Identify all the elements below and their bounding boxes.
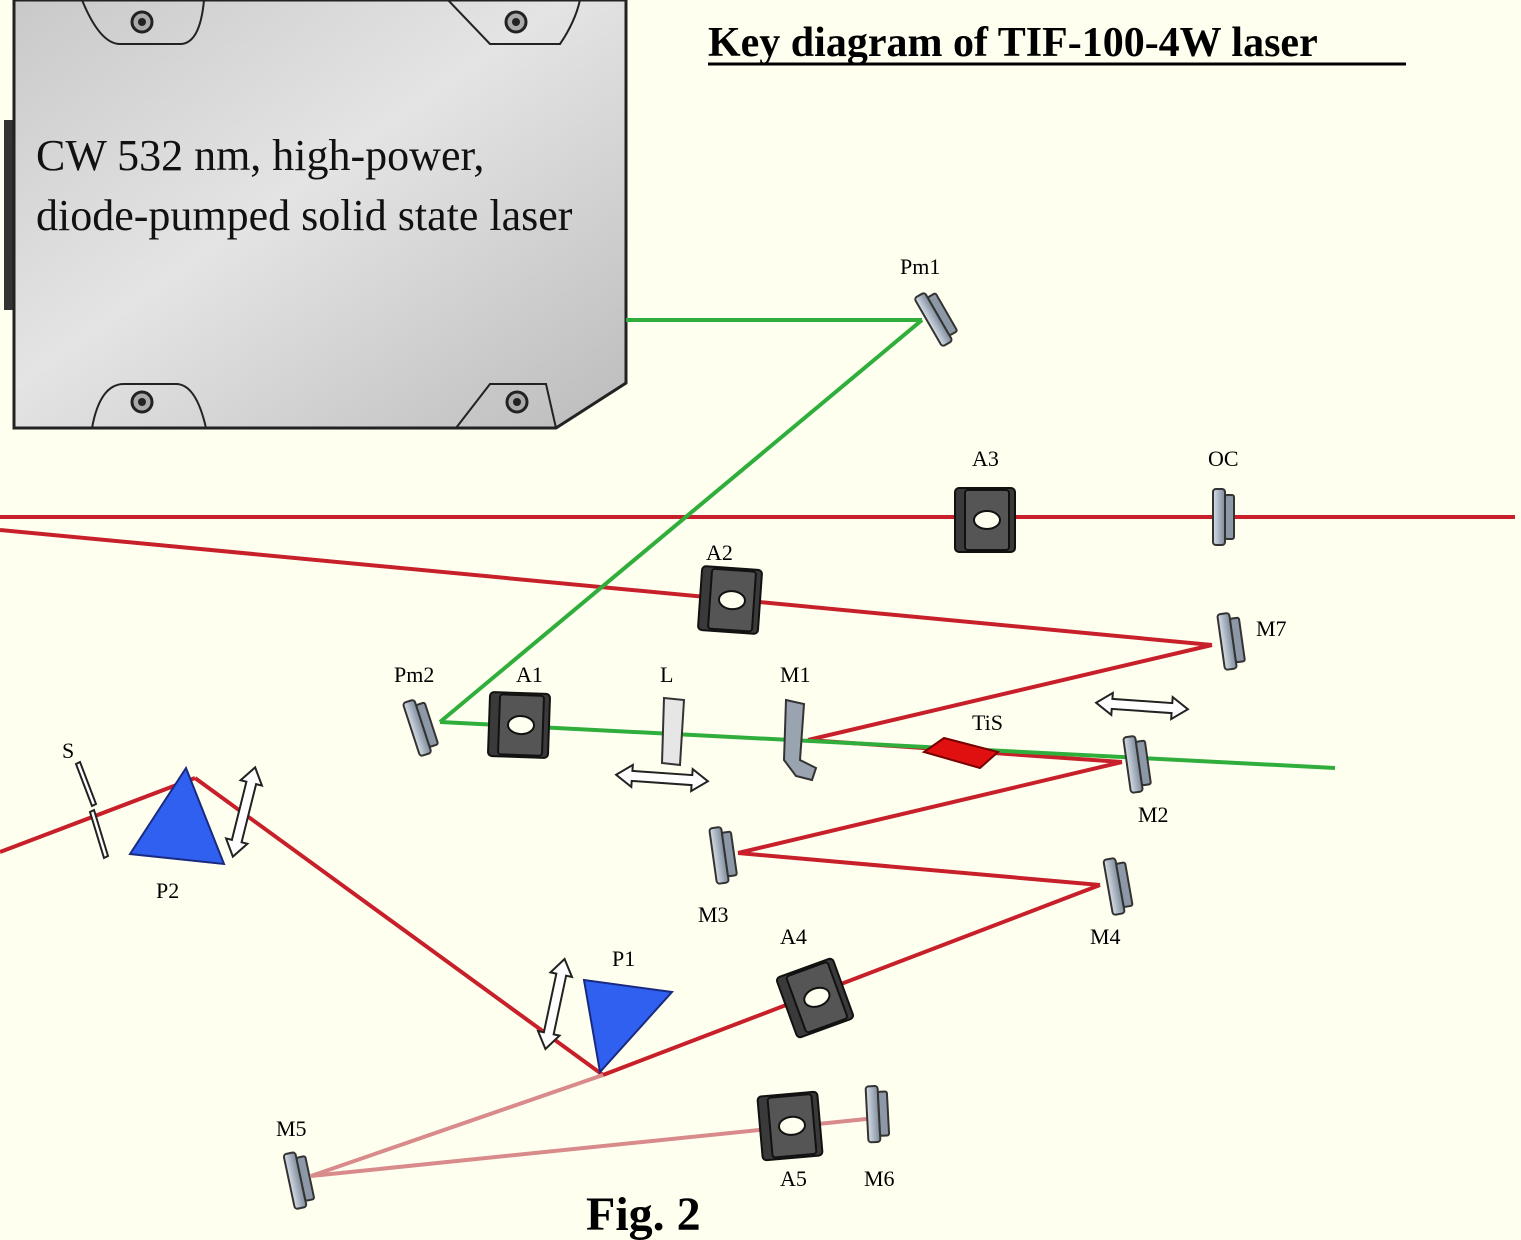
mirror-m2 (1122, 733, 1153, 794)
mount-tab-top-right (447, 0, 581, 45)
figure-label: Fig. 2 (586, 1188, 701, 1240)
lens-l (660, 696, 686, 767)
mirror-m5 (282, 1149, 317, 1211)
pump-laser-text-line1: CW 532 nm, high-power, (36, 131, 484, 180)
label-p2: P2 (156, 878, 179, 903)
prism-p1 (582, 978, 675, 1075)
pump-beam-focus (439, 720, 1336, 770)
tis-crystal (921, 736, 1001, 770)
curved-mirror-m1 (782, 698, 818, 782)
pump-beam-pm1-pm2 (438, 318, 924, 724)
mount-tab-top-left (81, 0, 205, 45)
label-s: S (62, 738, 74, 763)
label-l: L (660, 662, 673, 687)
beam-segment-m3-m4 (737, 851, 1101, 887)
housing-body (12, 0, 628, 430)
mount-tab-bottom-left (91, 383, 207, 429)
label-pm1: Pm1 (900, 254, 940, 279)
label-p1: P1 (612, 946, 635, 971)
mirror-m6 (864, 1084, 891, 1144)
label-m1: M1 (780, 662, 811, 687)
beam-segment-p2-out (0, 776, 196, 854)
aperture-a3 (954, 487, 1016, 553)
screw-icon (504, 10, 528, 34)
output-coupler-oc (1212, 488, 1235, 546)
aperture-a1 (486, 690, 552, 760)
label-tis: TiS (972, 710, 1003, 735)
beam-segment-p1-m5 (310, 1073, 604, 1178)
label-m7: M7 (1256, 616, 1287, 641)
diagram-title: Key diagram of TIF-100-4W laser (708, 20, 1318, 66)
mirror-m4 (1102, 855, 1135, 917)
label-m2: M2 (1138, 802, 1169, 827)
double-arrow-icon (614, 762, 710, 794)
beam-segment-p1-p2 (193, 776, 605, 1077)
pump-laser-text-line2: diode-pumped solid state laser (36, 191, 573, 240)
pump-laser-housing: CW 532 nm, high-power, diode-pumped soli… (4, 0, 628, 430)
laser-beam-paths (0, 515, 1515, 1178)
mirror-m3 (708, 824, 739, 885)
beam-segment-m4-p1 (602, 883, 1101, 1077)
double-arrow-icon (221, 763, 267, 861)
beam-segment-m2-m3 (737, 760, 1123, 855)
mirror-pm2 (401, 695, 442, 758)
label-a3: A3 (972, 446, 999, 471)
aperture-a2 (696, 564, 764, 636)
beam-segment-m7 (0, 528, 1213, 647)
aperture-a4 (774, 956, 856, 1040)
label-a4: A4 (780, 924, 807, 949)
label-oc: OC (1208, 446, 1239, 471)
label-m4: M4 (1090, 924, 1121, 949)
label-pm2: Pm2 (394, 662, 434, 687)
label-a5: A5 (780, 1166, 807, 1191)
label-m5: M5 (276, 1116, 307, 1141)
mirror-pm1 (913, 286, 962, 348)
prism-p2 (128, 765, 226, 866)
screw-icon (130, 10, 154, 34)
label-a2: A2 (706, 540, 733, 565)
screw-icon (130, 390, 154, 414)
mount-tab-bottom-right (455, 383, 557, 429)
label-m3: M3 (698, 902, 729, 927)
aperture-a5 (756, 1090, 824, 1162)
double-arrow-icon (1094, 690, 1190, 722)
beam-segment-m7-m1 (807, 643, 1213, 742)
slit-s (74, 760, 110, 860)
double-arrow-icon (533, 955, 577, 1053)
pump-beam-path (438, 318, 1336, 770)
mirror-m7 (1216, 610, 1247, 671)
screw-icon (505, 390, 529, 414)
label-m6: M6 (864, 1166, 895, 1191)
label-a1: A1 (516, 662, 543, 687)
